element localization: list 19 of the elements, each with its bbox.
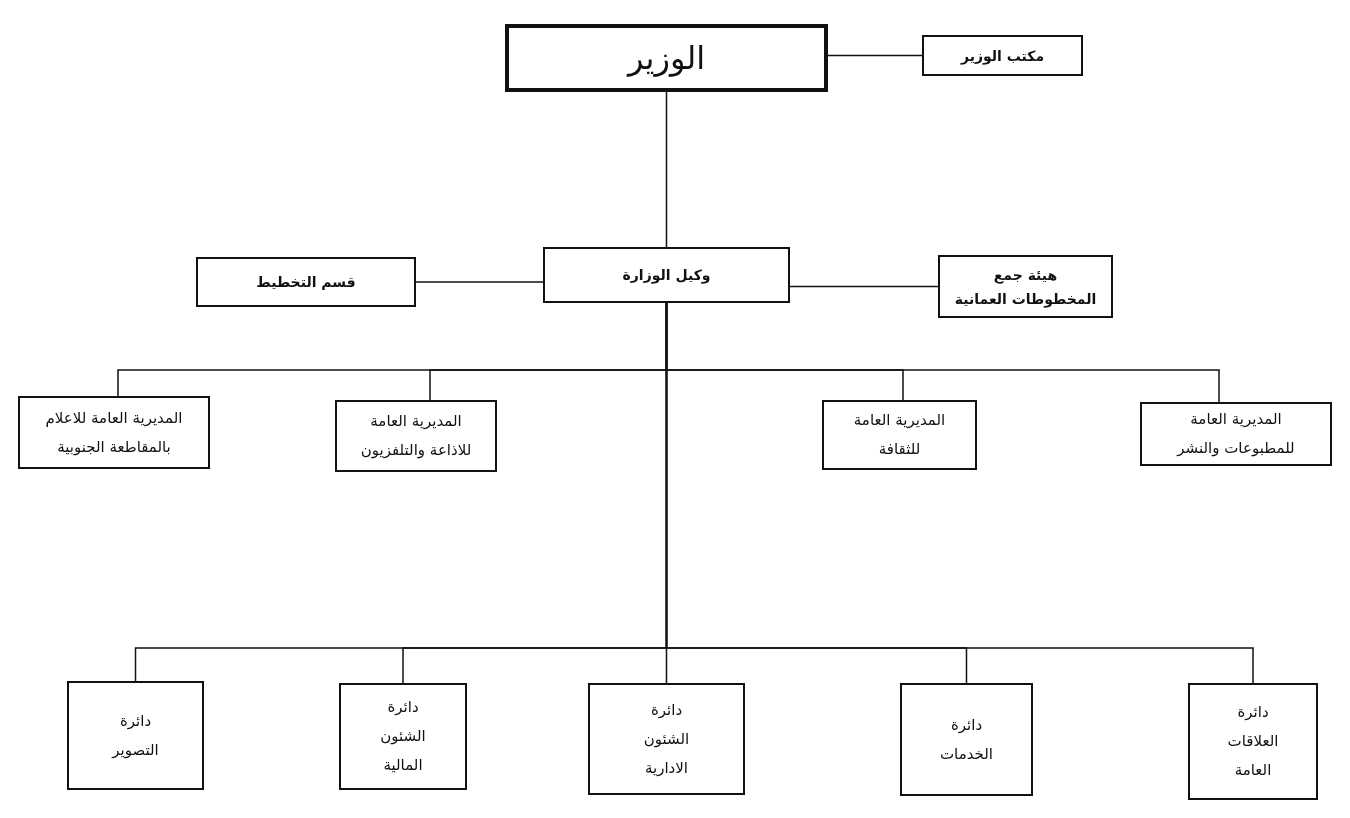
org-unit-box: وكيل الوزارة <box>543 247 790 303</box>
org-unit-box: الوزير <box>505 24 828 92</box>
org-unit-box: المديرية العامة للاذاعة والتلفزيون <box>335 400 497 472</box>
connector-line <box>415 281 544 283</box>
org-unit-box: المديرية العامة للاعلام بالمقاطعة الجنوبية <box>18 396 210 469</box>
org-unit-box: دائرة الشئون المالية <box>339 683 467 790</box>
connector-line <box>827 54 923 57</box>
org-unit-box: دائرة العلاقات العامة <box>1188 683 1318 800</box>
org-unit-box: هيئة جمع المخطوطات العمانية <box>938 255 1113 318</box>
org-unit-box: دائرة الخدمات <box>900 683 1033 796</box>
connector-line <box>134 302 668 682</box>
connector-line <box>789 285 939 288</box>
org-unit-box: دائرة الشئون الادارية <box>588 683 745 795</box>
org-unit-box: المديرية العامة للمطبوعات والنشر <box>1140 402 1332 466</box>
org-unit-box: المديرية العامة للثقافة <box>822 400 977 470</box>
connector-line <box>665 91 668 248</box>
org-unit-box: دائرة التصوير <box>67 681 204 790</box>
org-unit-box: قسم التخطيط <box>196 257 416 307</box>
org-unit-box: مكتب الوزير <box>922 35 1083 76</box>
